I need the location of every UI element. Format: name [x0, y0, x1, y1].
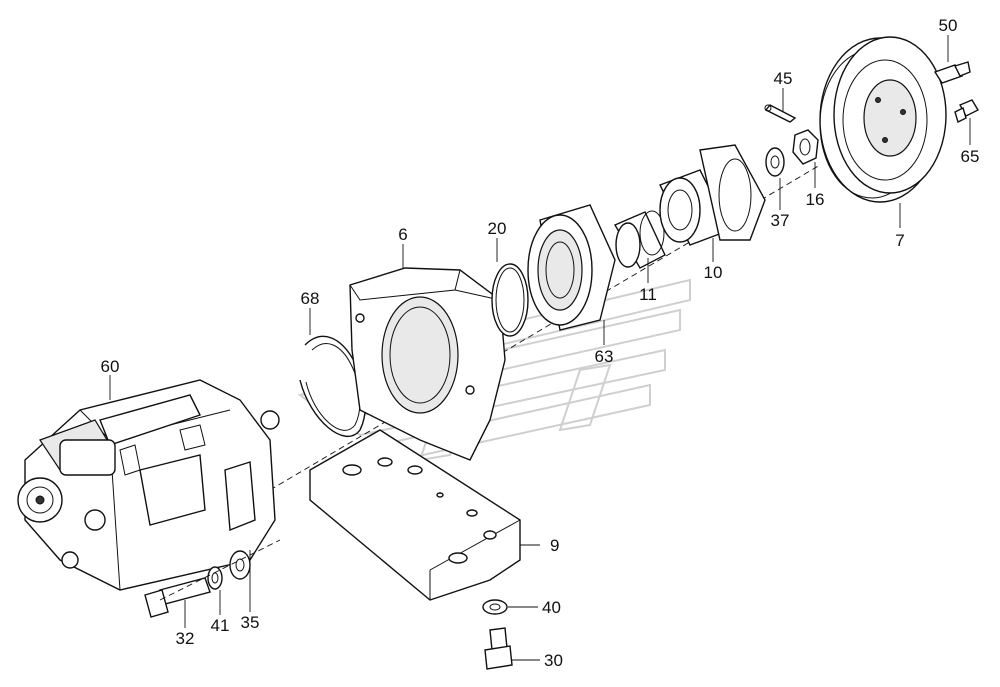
label-41: 41: [211, 616, 230, 635]
part-41-lock-washer: [207, 566, 223, 590]
label-10: 10: [704, 263, 723, 282]
part-20-o-ring: [491, 263, 529, 337]
part-11-sleeve: [613, 210, 666, 269]
part-10-hub: [659, 144, 766, 246]
part-35-washer: [229, 550, 251, 580]
label-11: 11: [639, 285, 657, 304]
label-68: 68: [301, 289, 320, 308]
part-68-snap-ring: [299, 335, 366, 437]
label-50: 50: [939, 16, 958, 35]
label-30: 30: [544, 651, 563, 670]
label-35: 35: [241, 613, 260, 632]
part-7-pulley: [819, 36, 947, 203]
part-30-bolt: [484, 627, 513, 670]
label-20: 20: [488, 219, 507, 238]
label-60: 60: [101, 357, 120, 376]
label-37: 37: [771, 211, 790, 230]
part-50-fitting: [933, 61, 971, 84]
label-7: 7: [895, 231, 904, 250]
part-16-castle-nut: [792, 129, 819, 165]
part-65-bolt: [954, 99, 979, 123]
part-32-bolt: [144, 577, 211, 618]
part-37-washer: [765, 147, 785, 177]
label-65: 65: [961, 147, 980, 166]
label-45: 45: [774, 69, 793, 88]
part-45-cotter-pin: [764, 104, 797, 123]
label-40: 40: [542, 598, 561, 617]
part-40-washer: [482, 599, 508, 615]
label-9: 9: [550, 536, 559, 555]
label-63: 63: [595, 347, 614, 366]
label-6: 6: [398, 225, 407, 244]
part-9-plate: [309, 429, 521, 601]
part-60-pump: [17, 379, 280, 591]
bolt-axis: [159, 539, 281, 601]
label-32: 32: [176, 629, 195, 648]
part-6-bracket: [349, 267, 506, 461]
part-63-bearing: [527, 204, 616, 331]
label-16: 16: [806, 190, 825, 209]
